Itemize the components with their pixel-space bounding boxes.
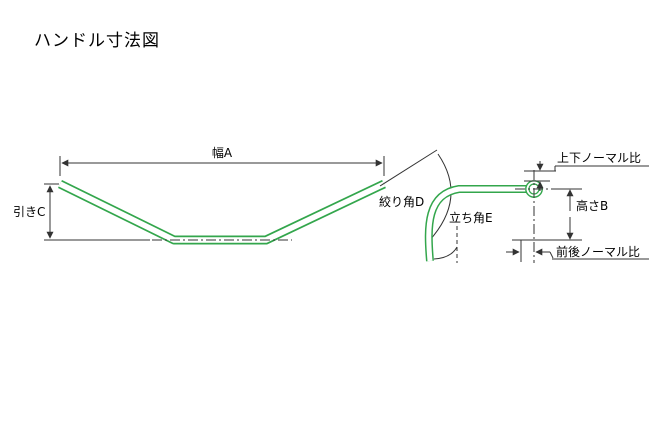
front-view-handlebar-outline bbox=[58, 179, 386, 245]
dim-frontback-normal-label: 前後ノーマル比 bbox=[556, 244, 640, 259]
side-view-handlebar-outline bbox=[424, 185, 530, 262]
taper-angle-d-arc bbox=[428, 153, 452, 242]
dim-taper-d-label: 絞り角D bbox=[379, 194, 424, 209]
projection-slant-line bbox=[379, 149, 438, 187]
dim-width-a-label: 幅A bbox=[212, 145, 233, 160]
frontback-normal-connector bbox=[549, 251, 554, 259]
dim-updown-normal-label: 上下ノーマル比 bbox=[557, 151, 641, 165]
side-view-handlebar-inner bbox=[426, 186, 530, 262]
rise-angle-e-arc bbox=[433, 246, 458, 260]
dim-rise-e-label: 立ち角E bbox=[449, 210, 493, 225]
dim-height-b-label: 高さB bbox=[576, 198, 608, 213]
page-title: ハンドル寸法図 bbox=[34, 31, 160, 51]
dim-pull-c-label: 引きC bbox=[13, 205, 45, 219]
